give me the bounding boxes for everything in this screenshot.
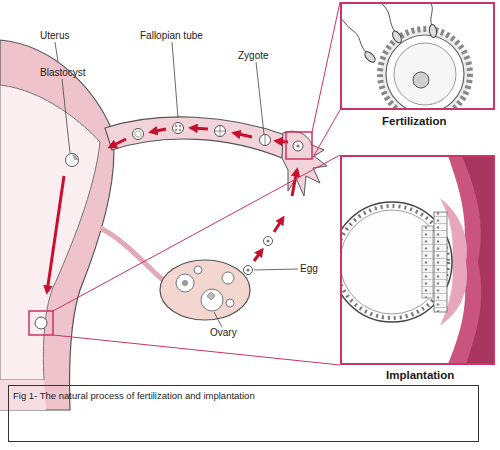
egg-cytoplasm [394, 43, 456, 105]
sperm-tail [341, 16, 366, 52]
leader-line [256, 62, 264, 134]
figure-caption: Fig 1- The natural process of fertilizat… [13, 390, 255, 402]
sperm-tail [424, 3, 432, 26]
morula [173, 123, 184, 134]
flow-arrow [110, 139, 126, 147]
egg-cell [244, 266, 253, 275]
embryo-cell [215, 126, 226, 137]
trophoblast-cells [341, 206, 448, 318]
sperm-head [391, 30, 404, 45]
caption-box [9, 386, 479, 442]
part-label: Ovary [210, 327, 237, 339]
inset-title: Implantation [386, 368, 454, 382]
morula-cell [175, 125, 178, 128]
fertilized-egg [293, 141, 303, 151]
follicle [194, 266, 202, 274]
part-label: Uterus [40, 30, 69, 42]
corpus [207, 292, 215, 300]
leader-line [62, 79, 70, 153]
uterus-wall [0, 40, 114, 410]
inset-background [341, 3, 494, 109]
zoom-line [312, 2, 340, 132]
flow-arrow [254, 250, 262, 261]
flow-arrow [234, 133, 252, 137]
inner-cell-mass [72, 154, 79, 160]
inset-frame [341, 3, 494, 109]
zoom-line [312, 110, 340, 159]
inset-title: Fertilization [382, 114, 447, 128]
morula [133, 129, 144, 140]
zoom-box [29, 311, 53, 335]
zoom-box [286, 132, 312, 159]
sperm-tail [370, 3, 395, 32]
leader-line [254, 269, 298, 270]
morula-cell [179, 129, 182, 132]
egg-nucleus [413, 72, 429, 88]
sperm-head [429, 24, 438, 38]
zoom-line [53, 155, 340, 311]
inset-background [341, 156, 494, 364]
endometrium-deep [462, 156, 494, 364]
flow-arrow [151, 129, 166, 132]
flow-arrow [292, 170, 297, 196]
inner-cell-mass [422, 226, 433, 298]
cell-nucleus [296, 144, 299, 147]
morula-cell [135, 131, 141, 137]
part-label: Fallopian tube [140, 30, 203, 42]
flow-arrow [47, 176, 64, 292]
leader-line [172, 42, 178, 118]
sperm-head [363, 50, 377, 64]
leader-line [214, 312, 222, 327]
cell-division [265, 135, 266, 145]
cell-division [215, 126, 225, 136]
part-label: Zygote [238, 50, 269, 62]
blastocyst-wall [341, 202, 452, 322]
implantation-inset [341, 156, 494, 364]
part-label: Blastocyst [40, 67, 86, 79]
egg-nucleus [247, 269, 250, 272]
uterine-cavity [0, 85, 100, 380]
egg-nucleus [267, 240, 270, 243]
flow-arrow [274, 218, 283, 232]
follicle [226, 299, 234, 307]
ovary [160, 260, 250, 320]
blastocoel [341, 210, 444, 314]
inset-frame [341, 156, 494, 364]
follicle [201, 289, 223, 311]
blastocyst-cell [66, 154, 79, 167]
implanted-blastocyst [35, 317, 47, 329]
fimbriae [282, 131, 327, 196]
fertilization-inset [341, 3, 494, 109]
morula-cell [175, 129, 178, 132]
part-label: Egg [300, 263, 318, 275]
fallopian-tube [105, 117, 285, 158]
zygote-cell [260, 135, 271, 146]
egg-cell [264, 237, 273, 246]
zona-pellucida [386, 35, 464, 109]
inner-cell-mass [434, 212, 447, 312]
leader-line [55, 42, 58, 62]
morula-cell [179, 125, 182, 128]
corona-radiata [380, 29, 470, 109]
zoom-line [53, 335, 340, 365]
follicle [176, 274, 194, 292]
flow-arrow [191, 128, 208, 129]
follicle-oocyte [182, 280, 188, 286]
follicle [222, 272, 234, 284]
